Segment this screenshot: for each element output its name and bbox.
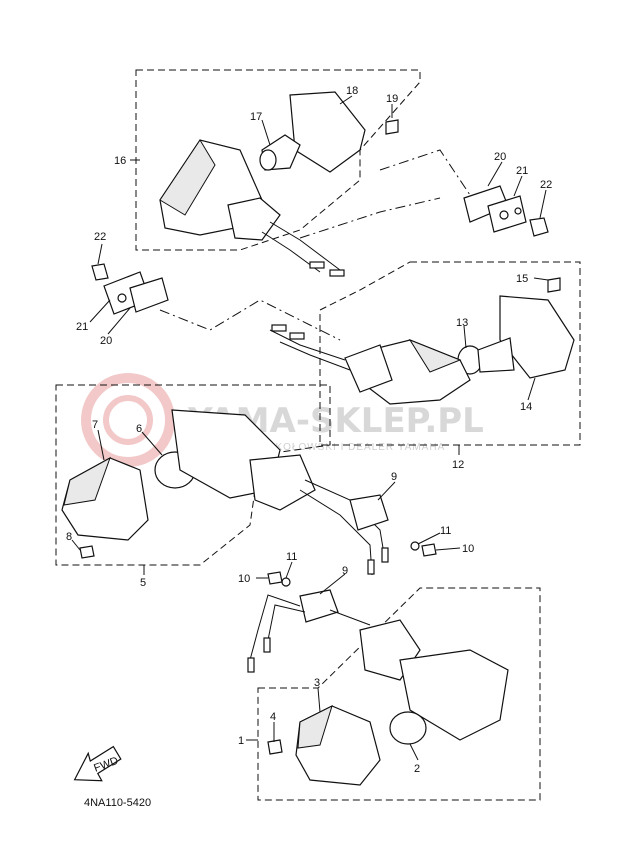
callout-22-right: 22	[540, 179, 552, 191]
callout-11-upper: 11	[440, 525, 451, 537]
washer-11-upper-icon	[410, 541, 420, 551]
callout-20-left: 20	[100, 335, 112, 347]
callout-10-upper: 10	[462, 543, 474, 555]
fwd-arrow-icon: FWD	[73, 745, 122, 782]
bolt-10-lower-icon	[267, 571, 283, 585]
flasher-assembly-5	[61, 409, 437, 576]
callout-1: 1	[238, 735, 244, 747]
callout-19: 19	[386, 93, 398, 105]
callout-20-right: 20	[494, 151, 506, 163]
callout-21-left: 21	[76, 321, 88, 333]
callout-21-right: 21	[516, 165, 528, 177]
housing-18	[289, 91, 366, 173]
housing-1	[399, 649, 509, 741]
callout-7: 7	[92, 419, 98, 431]
flasher-assembly-1	[247, 571, 509, 786]
washer-11-lower-icon	[281, 577, 291, 587]
callout-18: 18	[346, 85, 358, 97]
callout-2: 2	[414, 763, 420, 775]
bracket-9-lower	[299, 589, 339, 623]
bolt-10-upper-icon	[421, 543, 437, 557]
callout-12: 12	[452, 459, 464, 471]
damper-set-right	[463, 185, 549, 237]
group-box-16	[135, 69, 421, 251]
watermark-logo-icon	[81, 373, 175, 467]
bracket-16	[227, 197, 281, 241]
diagram-code: 4NA110-5420	[84, 797, 151, 809]
flasher-assembly-16	[159, 91, 399, 277]
screw-15-icon	[547, 277, 561, 293]
nut-22-icon	[529, 217, 549, 237]
callout-8: 8	[66, 531, 72, 543]
flasher-assembly-12	[269, 277, 575, 405]
group-box-12	[319, 261, 581, 446]
callout-10-lower: 10	[238, 573, 250, 585]
nut-22-left-icon	[91, 263, 109, 281]
screw-19-icon	[385, 119, 399, 135]
connection-lines	[159, 149, 471, 341]
callout-3: 3	[314, 677, 320, 689]
callout-11-lower: 11	[286, 551, 297, 563]
damper-set-left	[91, 263, 169, 315]
damper-20-left	[129, 277, 169, 313]
callouts: 16 17 18 19 20 21 22 22 21 20 15 13 14 1…	[66, 85, 552, 775]
callout-5: 5	[140, 577, 146, 589]
housing-14	[499, 295, 575, 379]
callout-17: 17	[250, 111, 262, 123]
callout-6: 6	[136, 423, 142, 435]
callout-9-lower: 9	[342, 565, 348, 577]
callout-16: 16	[114, 155, 126, 167]
screw-4-icon	[267, 739, 283, 755]
watermark-tagline: GOLISZ-SOKOŁOWSKI I DEALER YAMAHA	[212, 442, 445, 453]
callout-22-left: 22	[94, 231, 106, 243]
bulb-2	[389, 711, 427, 745]
leader-lines	[71, 95, 549, 761]
callout-9-upper: 9	[391, 471, 397, 483]
callout-4: 4	[270, 711, 276, 723]
screw-8-icon	[79, 545, 95, 559]
callout-13: 13	[456, 317, 468, 329]
callout-14: 14	[520, 401, 532, 413]
bracket-9-upper	[349, 494, 389, 531]
callout-15: 15	[516, 273, 528, 285]
